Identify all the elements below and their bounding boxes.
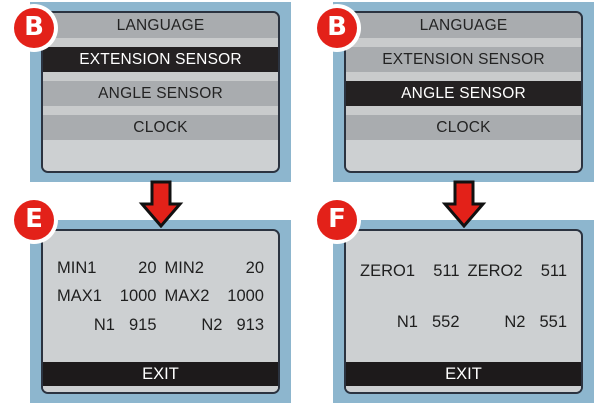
value-label: N2 <box>201 315 223 334</box>
menu-separator <box>43 106 278 115</box>
menu-item-extension-sensor[interactable]: EXTENSION SENSOR <box>346 47 581 72</box>
menu-separator <box>346 106 581 115</box>
value-cell-n1: N1 915 <box>53 317 161 334</box>
value-readout-e: MIN1 20 MIN2 20 MAX1 1000 <box>43 231 278 392</box>
value-label: N1 <box>396 312 418 331</box>
value-label: MIN2 <box>164 258 204 277</box>
value-cell-n1: N1 552 <box>356 312 464 331</box>
value-cell-max2: MAX2 1000 <box>161 288 269 305</box>
value-number: 551 <box>539 312 567 331</box>
menu-item-language[interactable]: LANGUAGE <box>43 13 278 38</box>
menu-separator <box>346 38 581 47</box>
device-panel-b-right: LANGUAGE EXTENSION SENSOR ANGLE SENSOR C… <box>333 2 594 182</box>
value-cell-zero2: ZERO2 511 <box>464 263 572 280</box>
menu-empty-area <box>346 140 581 171</box>
arrow-down-icon <box>138 180 184 229</box>
value-label: ZERO1 <box>360 262 416 280</box>
screen-e: MIN1 20 MIN2 20 MAX1 1000 <box>41 229 280 394</box>
value-row: ZERO1 511 ZERO2 511 <box>356 263 571 280</box>
screen-bottom-pad <box>43 386 278 392</box>
value-number: 915 <box>128 315 157 334</box>
screen-bottom-pad <box>346 386 581 392</box>
arrow-down-left <box>137 180 185 229</box>
menu-empty-area <box>43 140 278 171</box>
value-number: 20 <box>138 258 157 277</box>
value-label: MAX2 <box>164 287 210 306</box>
badge-b-left: B <box>10 4 58 52</box>
menu-item-language[interactable]: LANGUAGE <box>346 13 581 38</box>
value-number: 1000 <box>119 287 157 306</box>
value-cell-zero1: ZERO1 511 <box>356 263 464 280</box>
badge-letter: B <box>317 8 357 48</box>
menu-separator <box>346 72 581 81</box>
menu-item-angle-sensor[interactable]: ANGLE SENSOR <box>346 81 581 106</box>
value-row-spacer <box>356 286 571 308</box>
arrow-down-right <box>440 180 488 229</box>
device-panel-f: ZERO1 511 ZERO2 511 N1 552 <box>333 220 594 403</box>
value-number: 20 <box>245 258 264 277</box>
menu-list-b-right: LANGUAGE EXTENSION SENSOR ANGLE SENSOR C… <box>346 13 581 171</box>
badge-letter: B <box>14 8 54 48</box>
badge-f: F <box>313 196 361 244</box>
badge-letter: F <box>317 200 357 240</box>
menu-item-clock[interactable]: CLOCK <box>43 115 278 140</box>
value-number: 511 <box>540 262 567 280</box>
value-label: N2 <box>504 312 526 331</box>
value-body-e: MIN1 20 MIN2 20 MAX1 1000 <box>43 231 278 362</box>
value-cell-n2: N2 913 <box>161 317 269 334</box>
menu-item-extension-sensor[interactable]: EXTENSION SENSOR <box>43 47 278 72</box>
value-row: MAX1 1000 MAX2 1000 <box>53 288 268 305</box>
badge-e: E <box>10 196 58 244</box>
value-number: 552 <box>431 312 460 331</box>
value-number: 1000 <box>227 287 264 306</box>
device-panel-e: MIN1 20 MIN2 20 MAX1 1000 <box>30 220 291 403</box>
screen-b-left: LANGUAGE EXTENSION SENSOR ANGLE SENSOR C… <box>41 11 280 173</box>
value-cell-min2: MIN2 20 <box>161 260 269 277</box>
exit-button-f[interactable]: EXIT <box>346 362 581 386</box>
value-cell-min1: MIN1 20 <box>53 260 161 277</box>
menu-item-angle-sensor[interactable]: ANGLE SENSOR <box>43 81 278 106</box>
value-label: MAX1 <box>57 287 102 306</box>
badge-b-right: B <box>313 4 361 52</box>
screen-f: ZERO1 511 ZERO2 511 N1 552 <box>344 229 583 394</box>
value-row: MIN1 20 MIN2 20 <box>53 260 268 277</box>
value-number: 511 <box>433 262 460 280</box>
value-cell-n2: N2 551 <box>464 312 572 331</box>
value-number: 913 <box>236 315 264 334</box>
value-label: N1 <box>93 315 115 334</box>
device-panel-b-left: LANGUAGE EXTENSION SENSOR ANGLE SENSOR C… <box>30 2 291 182</box>
menu-separator <box>43 72 278 81</box>
value-row: N1 915 N2 913 <box>53 317 268 334</box>
menu-separator <box>43 38 278 47</box>
value-label: MIN1 <box>57 258 97 277</box>
value-readout-f: ZERO1 511 ZERO2 511 N1 552 <box>346 231 581 392</box>
menu-list-b-left: LANGUAGE EXTENSION SENSOR ANGLE SENSOR C… <box>43 13 278 171</box>
value-label: ZERO2 <box>467 262 523 280</box>
exit-button-e[interactable]: EXIT <box>43 362 278 386</box>
value-row: N1 552 N2 551 <box>356 312 572 331</box>
value-body-f: ZERO1 511 ZERO2 511 N1 552 <box>346 231 581 362</box>
arrow-down-icon <box>441 180 487 229</box>
value-cell-max1: MAX1 1000 <box>53 288 161 305</box>
screen-b-right: LANGUAGE EXTENSION SENSOR ANGLE SENSOR C… <box>344 11 583 173</box>
badge-letter: E <box>14 200 54 240</box>
menu-item-clock[interactable]: CLOCK <box>346 115 581 140</box>
